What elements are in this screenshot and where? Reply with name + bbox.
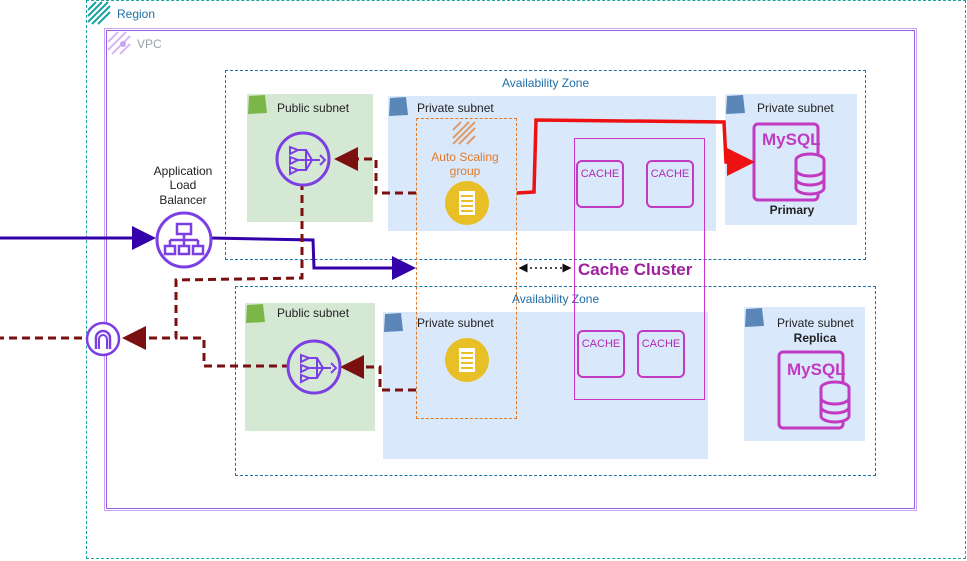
auto-scaling-group [416, 118, 517, 419]
cache-node-4[interactable]: CACHE [637, 330, 685, 378]
ec2-instance-icon [445, 181, 489, 225]
nat-gateway-icon [286, 339, 342, 395]
mysql-replica-label: MySQL [787, 360, 846, 379]
availability-zone-bottom-label: Availability Zone [512, 292, 600, 306]
vpc-boundary-outer [104, 28, 917, 511]
private-subnet-bottom [383, 312, 708, 459]
alb-label-3: Balancer [159, 193, 207, 207]
internet-gateway-icon [85, 321, 121, 357]
auto-scaling-label-1: Auto Scaling [431, 150, 499, 164]
mysql-primary-role: Primary [769, 203, 815, 217]
cache-node-3[interactable]: CACHE [577, 330, 625, 378]
vpc-boundary [106, 30, 915, 509]
cache-node-2[interactable]: CACHE [646, 160, 694, 208]
subnet-flag-icon [726, 95, 745, 114]
subnet-flag-icon [745, 308, 764, 327]
private-subnet-primary-label: Private subnet [757, 101, 834, 115]
db-write-line [516, 118, 755, 195]
alb-to-asg-line [209, 236, 416, 280]
cache-node-label: CACHE [581, 338, 621, 350]
alb-label-2: Load [169, 178, 197, 192]
cache-cluster-boundary [574, 138, 705, 400]
vpc-label: VPC [137, 37, 162, 51]
subnet-flag-icon [384, 313, 403, 332]
subnet-flag-icon [389, 97, 408, 116]
cache-node-label: CACHE [650, 168, 690, 180]
region-label: Region [117, 7, 156, 21]
nat-to-igw-bottom-line [176, 336, 290, 368]
private-subnet-replica-label: Private subnet [777, 316, 854, 330]
subnet-flag-icon [246, 304, 265, 323]
region-boundary [86, 0, 966, 559]
public-subnet-top-label: Public subnet [277, 101, 350, 115]
nat-return-top-line [334, 147, 416, 195]
auto-scaling-label-2: group [449, 164, 481, 178]
availability-zone-top [225, 70, 866, 260]
availability-zone-bottom [235, 286, 876, 476]
nat-gateway-icon [275, 131, 331, 187]
private-subnet-bottom-label: Private subnet [417, 316, 494, 330]
alb-label-1: Application [153, 164, 213, 178]
subnet-flag-icon [248, 95, 267, 114]
cache-node-label: CACHE [580, 168, 620, 180]
private-subnet-top-label: Private subnet [417, 101, 494, 115]
availability-zone-top-label: Availability Zone [502, 76, 590, 90]
database-icon [777, 350, 851, 430]
ec2-instance-icon [445, 338, 489, 382]
cache-cluster-label: Cache Cluster [578, 260, 693, 279]
cache-node-1[interactable]: CACHE [576, 160, 624, 208]
nat-to-igw-top-line [122, 182, 304, 350]
mysql-replica-role: Replica [793, 331, 837, 345]
cache-node-label: CACHE [641, 338, 681, 350]
mysql-primary-label: MySQL [762, 130, 821, 149]
load-balancer-icon [155, 211, 213, 269]
nat-return-bottom-line [340, 355, 416, 392]
public-subnet-bottom-label: Public subnet [277, 306, 350, 320]
